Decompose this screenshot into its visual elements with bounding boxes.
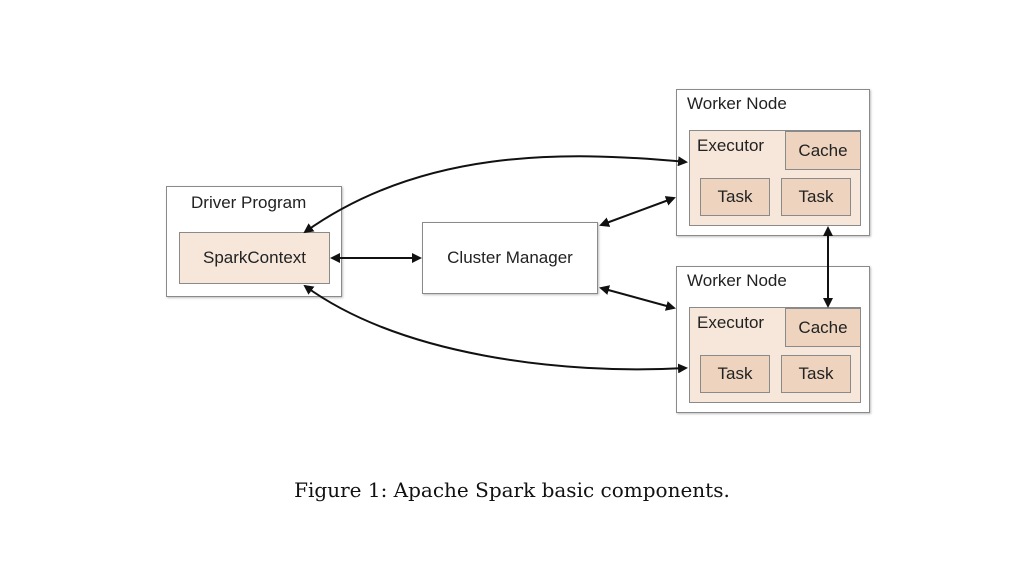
spark-context-box: SparkContext <box>179 232 330 284</box>
worker-node-1-task-1: Task <box>700 178 770 216</box>
worker-node-2-executor: Executor Cache Task Task <box>689 307 861 403</box>
worker-node-1-title: Worker Node <box>687 94 787 113</box>
worker-node-2-executor-label: Executor <box>697 313 765 332</box>
worker-node-1: Worker Node Executor Cache Task Task <box>676 89 870 236</box>
worker-node-2-task-2-label: Task <box>798 364 834 383</box>
arrow-driver-worker-1 <box>303 155 688 234</box>
arrow-driver-worker-2 <box>303 284 688 374</box>
spark-context-label: SparkContext <box>203 248 306 267</box>
driver-program-box: Driver Program SparkContext <box>166 186 342 297</box>
driver-program-title: Driver Program <box>191 193 307 212</box>
figure-caption: Figure 1: Apache Spark basic components. <box>294 478 730 502</box>
worker-node-2: Worker Node Executor Cache Task Task <box>676 266 870 413</box>
cluster-manager-box: Cluster Manager <box>422 222 598 294</box>
worker-node-2-cache: Cache <box>785 308 861 347</box>
worker-node-2-task-1-label: Task <box>717 364 753 383</box>
worker-node-1-cache: Cache <box>785 131 861 170</box>
worker-node-2-task-1: Task <box>700 355 770 393</box>
worker-node-2-title: Worker Node <box>687 271 787 290</box>
worker-node-1-executor-label: Executor <box>697 136 765 155</box>
worker-node-1-task-1-label: Task <box>717 187 753 206</box>
worker-node-2-cache-label: Cache <box>798 317 848 337</box>
worker-node-2-task-2: Task <box>781 355 851 393</box>
cluster-manager-label: Cluster Manager <box>447 248 573 267</box>
arrow-cluster-manager-worker-2 <box>599 285 676 311</box>
worker-node-1-task-2-label: Task <box>798 187 834 206</box>
worker-node-1-task-2: Task <box>781 178 851 216</box>
arrow-cluster-manager-worker-1 <box>599 196 676 227</box>
worker-node-1-executor: Executor Cache Task Task <box>689 130 861 226</box>
worker-node-1-cache-label: Cache <box>798 140 848 160</box>
